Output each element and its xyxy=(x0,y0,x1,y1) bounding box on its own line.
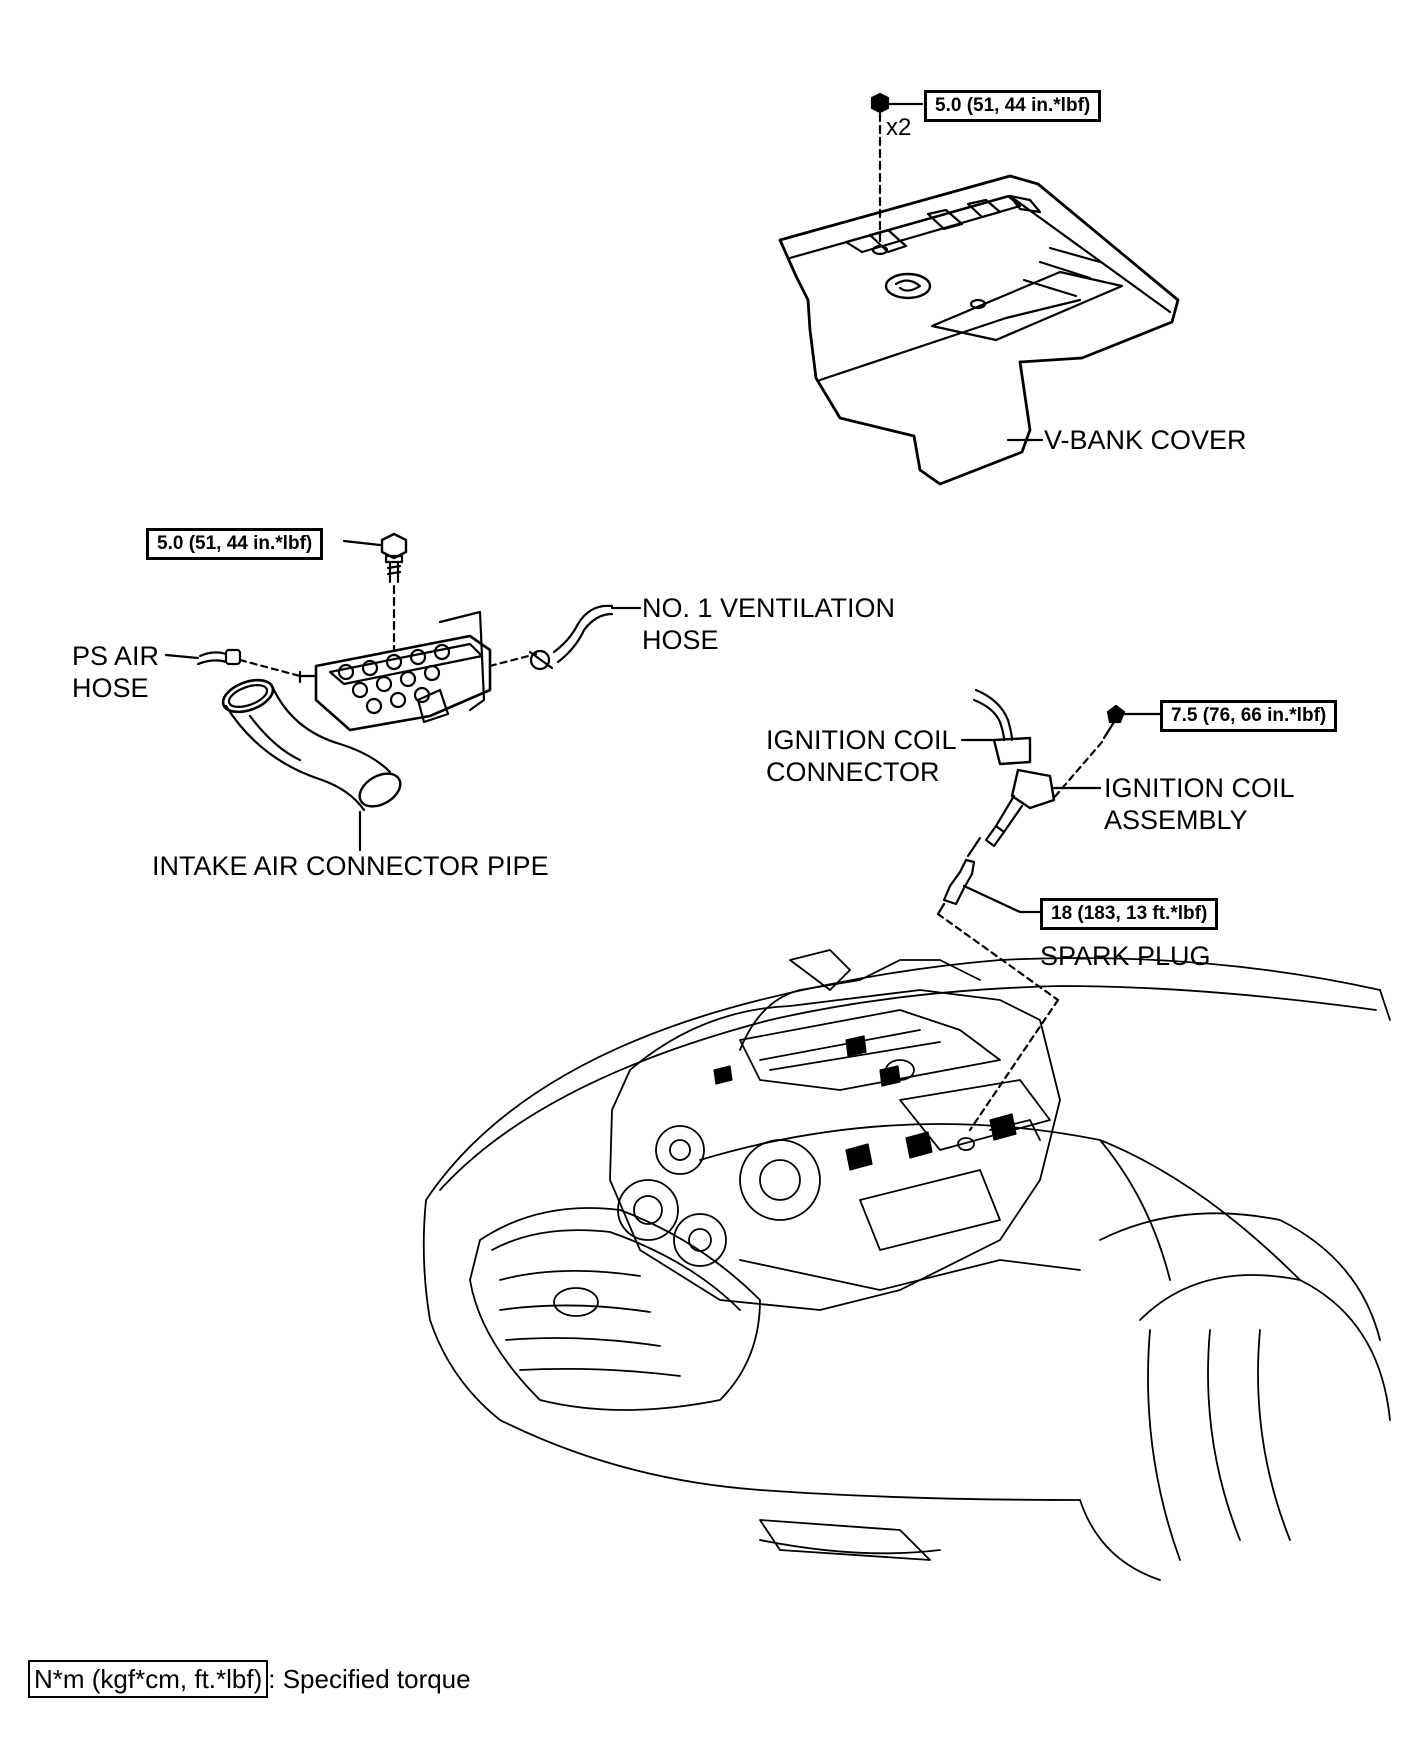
air-intake-bracket-drawing xyxy=(298,610,538,732)
engine-ignition-coils-drawing xyxy=(713,1035,1017,1171)
ps-air-hose-drawing xyxy=(164,648,302,678)
torque-intake-bolt: 5.0 (51, 44 in.*lbf) xyxy=(146,528,324,560)
ignition-coil-bolt-drawing xyxy=(1050,704,1162,802)
label-ignition-coil-connector: IGNITION COIL CONNECTOR xyxy=(766,725,957,787)
quantity-v-bank-nut: x2 xyxy=(886,114,912,141)
legend-description: : Specified torque xyxy=(268,1664,471,1694)
label-ignition-coil-assembly: IGNITION COIL ASSEMBLY xyxy=(1104,773,1295,835)
torque-v-bank-cover-nut: 5.0 (51, 44 in.*lbf) xyxy=(924,90,1102,122)
no1-ventilation-hose-drawing xyxy=(528,604,642,671)
torque-spark-plug: 18 (183, 13 ft.*lbf) xyxy=(1040,898,1219,930)
v-bank-cover-nut xyxy=(870,92,1044,442)
label-ps-air-hose: PS AIR HOSE xyxy=(72,641,160,703)
label-intake-air-connector-pipe: INTAKE AIR CONNECTOR PIPE xyxy=(152,851,549,881)
ignition-coil-assembly-drawing xyxy=(984,768,1102,848)
torque-ignition-coil-bolt: 7.5 (76, 66 in.*lbf) xyxy=(1160,700,1338,732)
label-no1-ventilation-hose: NO. 1 VENTILATION HOSE xyxy=(642,593,896,655)
intake-air-connector-pipe-drawing xyxy=(221,678,402,852)
intake-bolt-drawing xyxy=(342,532,408,652)
vehicle-body-drawing xyxy=(422,957,1391,1581)
ignition-coil-connector-drawing xyxy=(960,688,1032,766)
legend-unit-box: N*m (kgf*cm, ft.*lbf) xyxy=(28,1660,269,1698)
torque-legend: N*m (kgf*cm, ft.*lbf): Specified torque xyxy=(28,1660,471,1698)
engine-assembly-drawing xyxy=(609,949,1081,1311)
v-bank-cover-drawing xyxy=(778,174,1180,486)
spark-plug-drawing xyxy=(936,836,1060,1132)
label-spark-plug: SPARK PLUG xyxy=(1040,941,1211,971)
label-v-bank-cover: V-BANK COVER xyxy=(1044,425,1247,455)
